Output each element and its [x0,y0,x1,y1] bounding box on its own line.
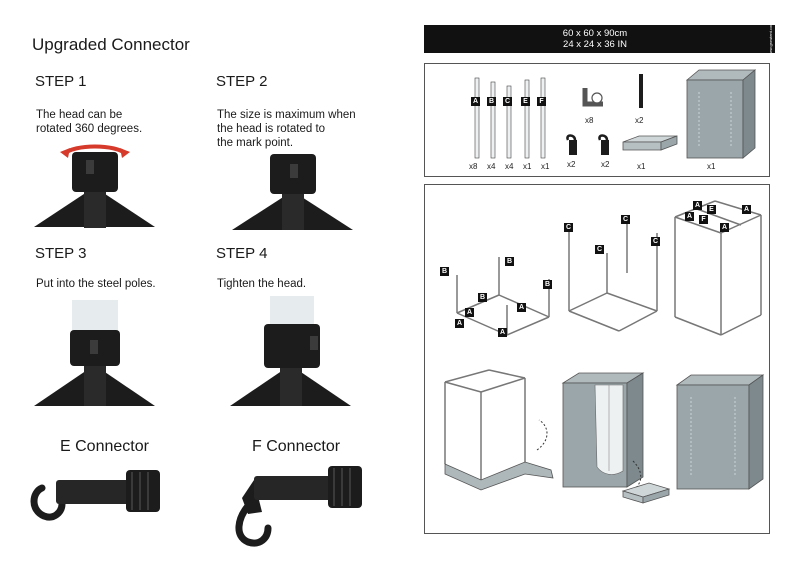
frame3-tag-e: E [707,205,716,214]
step-4-text: Tighten the head. [217,278,307,290]
f-hook-icon [598,134,609,155]
poles-illustration [474,77,546,159]
tent-icon [685,69,757,159]
f-hook-qty: x2 [601,160,610,169]
e-connector-illustration [30,470,160,521]
frame1-tag-a4: A [498,328,507,337]
step-2-connector-illustration [232,154,353,230]
assembly-step-tent-open [561,372,671,504]
frame1-tag-b2: B [505,257,514,266]
frame2-tag-c2: C [621,215,630,224]
f-connector-label: F Connector [252,438,341,455]
part-c-tag: C [503,97,512,106]
frame2-tag-c4: C [651,237,660,246]
assembly-step-floor-insert [444,369,554,491]
tent-qty: x1 [707,162,716,171]
parts-list-box: A B C E F x8 x4 x4 x1 x1 x8 x2 x2 x2 x1 [424,63,770,177]
e-hook-qty: x2 [567,160,576,169]
step-2-label: STEP 2 [216,73,268,90]
step-1-text: The head can be rotated 360 degrees. [36,109,143,135]
part-a-qty: x8 [469,162,478,171]
size-metric: 60 x 60 x 90cm [562,28,628,39]
frame3-tag-a2: A [742,205,751,214]
assembly-step-base-frame [456,257,550,336]
step-3-label: STEP 3 [35,245,87,262]
frame1-tag-b4: B [478,293,487,302]
step-3-connector-illustration [34,300,155,406]
f-connector-illustration [235,466,362,547]
size-imperial: 24 x 24 x 36 IN [563,39,627,50]
part-a-tag: A [471,97,480,106]
frame1-tag-a3: A [517,303,526,312]
part-f-tag: F [537,97,546,106]
size-header: 60 x 60 x 90cm 24 x 24 x 36 IN [424,25,766,53]
frame1-tag-a1: A [465,308,474,317]
assembly-step-top-frame [674,200,762,336]
step-2-text: The size is maximum when the head is rot… [217,109,356,149]
page-title: Upgraded Connector [32,35,190,54]
tray-qty: x1 [637,162,646,171]
corner-qty: x8 [585,116,594,125]
assembly-step-uprights [568,215,658,332]
part-c-qty: x4 [505,162,514,171]
step-1-label: STEP 1 [35,73,87,90]
part-f-qty: x1 [541,162,550,171]
e-hook-icon [566,134,577,155]
frame1-tag-b1: B [440,267,449,276]
step-4-label: STEP 4 [216,245,268,262]
assembly-step-tent-closed [675,374,765,490]
step-3-text: Put into the steel poles. [36,278,156,290]
frame1-tag-a2: A [455,319,464,328]
step-1-connector-illustration [34,144,155,228]
frame3-tag-a1: A [693,201,702,210]
frame3-tag-a3: A [685,212,694,221]
frame2-tag-c1: C [564,223,573,232]
side-tag: www.growtent.com [766,22,775,56]
strap-qty: x2 [635,116,644,125]
tray-icon [622,135,678,151]
frame1-tag-b3: B [543,280,552,289]
corner-connector-icon [582,88,603,107]
part-b-tag: B [487,97,496,106]
part-b-qty: x4 [487,162,496,171]
step-4-connector-illustration [230,296,351,406]
frame3-tag-f: F [699,215,708,224]
strap-icon [639,74,643,108]
part-e-tag: E [521,97,530,106]
part-e-qty: x1 [523,162,532,171]
assembly-box: B B B B A A A A B C C C C [424,184,770,534]
frame3-tag-a4: A [720,223,729,232]
frame2-tag-c3: C [595,245,604,254]
e-connector-label: E Connector [60,438,149,455]
